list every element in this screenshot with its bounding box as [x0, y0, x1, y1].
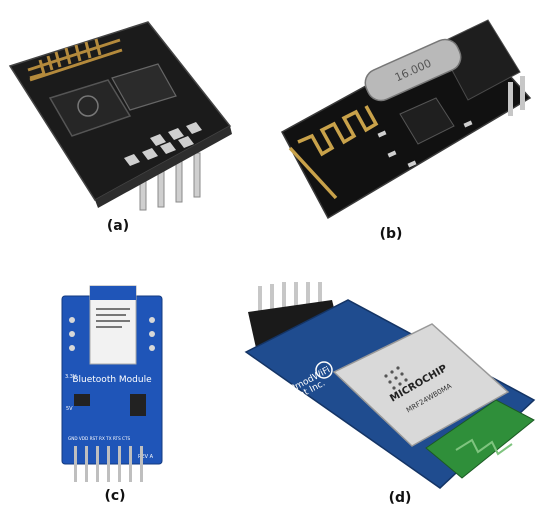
rf-chip: [399, 97, 455, 145]
pin-header: [437, 19, 521, 101]
panel-c-image: Bluetooth Module 3.3V 5V GND VDD RST RX …: [60, 282, 166, 484]
antenna-pcb: [425, 399, 535, 479]
shield-text-lines: [96, 308, 130, 328]
jumper-header: [130, 394, 146, 416]
panel-a-image: [0, 8, 240, 218]
pin-labels: GND VDD RST RX TX RTS CTS: [68, 436, 131, 441]
panel-b-image: 16.000: [268, 2, 550, 224]
module-label: Bluetooth Module: [72, 375, 152, 385]
wifi-module: [332, 323, 510, 447]
smd-components: [377, 120, 473, 168]
antenna-trace: [288, 105, 379, 200]
regulator-chip: [74, 394, 90, 406]
caption-c: (c): [104, 488, 126, 504]
main-chip: [48, 79, 132, 137]
antenna-trace: [27, 38, 123, 82]
flash-chip: [111, 63, 177, 111]
voltage-label-33: 3.3V: [65, 374, 77, 380]
header-pins: [74, 446, 143, 482]
side-pads: [69, 317, 155, 351]
caption-a: (a): [106, 218, 130, 234]
vent-dots: [384, 366, 408, 390]
logo-mark: [315, 361, 333, 379]
header-pins: [258, 282, 322, 324]
rf-module-illustration: 16.000: [280, 19, 532, 220]
caption-d: (d): [388, 490, 412, 506]
crystal-oscillator: 16.000: [364, 38, 462, 102]
wifi-module-illustration: MICROCHIP MRF24WB0MA PmodWiFi Digilent I…: [244, 282, 536, 489]
rev-label: REV A: [138, 454, 154, 460]
panel-d-image: MICROCHIP MRF24WB0MA PmodWiFi Digilent I…: [236, 282, 550, 492]
esp-module-illustration: [8, 21, 232, 211]
logo-mark: [77, 95, 99, 117]
solder-pads: [124, 122, 202, 166]
caption-b: (b): [379, 226, 403, 242]
bluetooth-module-illustration: Bluetooth Module 3.3V 5V GND VDD RST RX …: [61, 285, 163, 482]
header-pins: [508, 76, 525, 116]
voltage-label-5: 5V: [66, 406, 73, 412]
